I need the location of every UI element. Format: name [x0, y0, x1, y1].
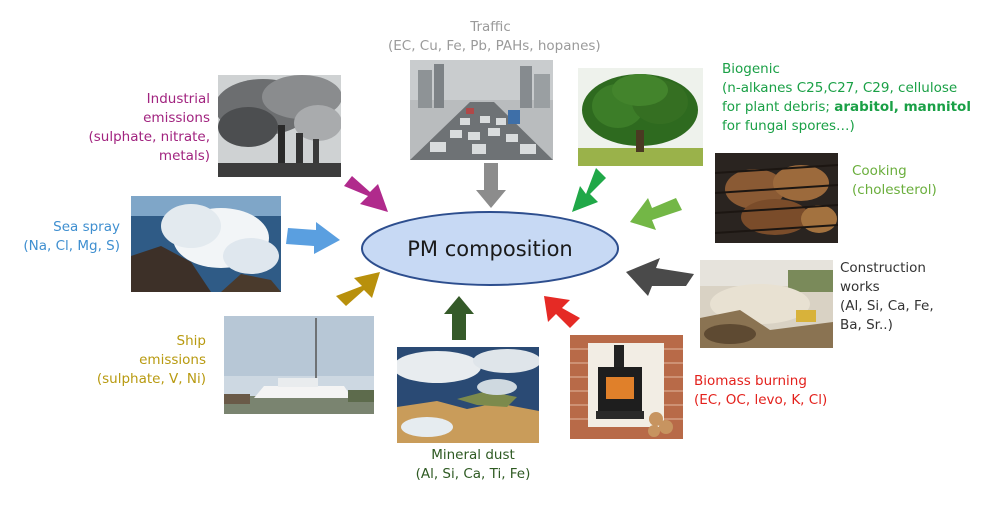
industrial-arrow: [344, 176, 388, 212]
construction-line2: works: [840, 279, 880, 295]
center-label: PM composition: [360, 210, 620, 287]
construction-line3: (Al, Si, Ca, Fe,: [840, 298, 934, 314]
sea-spray-name: Sea spray: [53, 219, 120, 235]
cooking-label: Cooking (cholesterol): [852, 162, 937, 200]
mineral-arrow: [444, 296, 474, 340]
biogenic-line1: (n-alkanes C25,C27, C29, cellulose: [722, 80, 958, 96]
traffic-photo: [410, 60, 553, 160]
cooking-name: Cooking: [852, 163, 907, 179]
construction-photo: [700, 260, 833, 348]
grill-photo: [715, 153, 838, 243]
biogenic-arrow: [572, 168, 606, 212]
sea-spray-label: Sea spray (Na, Cl, Mg, S): [10, 218, 120, 256]
ship-photo: [224, 316, 374, 414]
sea-spray-arrow: [286, 222, 340, 254]
traffic-label: Traffic (EC, Cu, Fe, Pb, PAHs, hopanes): [388, 18, 601, 56]
industrial-line2: emissions: [143, 110, 210, 126]
biomass-arrow: [544, 296, 580, 328]
wood-stove-photo: [570, 335, 683, 439]
biogenic-line3: for fungal spores…): [722, 118, 855, 134]
tree-photo: [578, 68, 703, 166]
ship-line1: Ship: [176, 333, 206, 349]
center-label-text: PM composition: [407, 236, 573, 261]
traffic-name: Traffic: [470, 19, 511, 35]
ship-label: Ship emissions (sulphate, V, Ni): [80, 332, 206, 389]
mineral-details: (Al, Si, Ca, Ti, Fe): [415, 466, 531, 482]
center-ellipse: [361, 211, 619, 286]
traffic-arrow: [476, 163, 506, 208]
construction-arrow: [626, 258, 694, 296]
satellite-dust-photo: [397, 347, 539, 443]
smokestacks-photo: [218, 75, 341, 177]
mineral-name: Mineral dust: [431, 447, 515, 463]
biomass-label: Biomass burning (EC, OC, levo, K, Cl): [694, 372, 827, 410]
cooking-arrow: [630, 198, 682, 230]
industrial-line3: (sulphate, nitrate,: [88, 129, 211, 145]
biogenic-line2b: arabitol, mannitol: [834, 99, 971, 115]
biogenic-line2: for plant debris; arabitol, mannitol: [722, 98, 971, 117]
industrial-line4: metals): [158, 148, 210, 164]
cooking-details: (cholesterol): [852, 182, 937, 198]
biogenic-name: Biogenic: [722, 61, 780, 77]
construction-line1: Construction: [840, 260, 926, 276]
traffic-details: (EC, Cu, Fe, Pb, PAHs, hopanes): [388, 38, 601, 54]
sea-spray-details: (Na, Cl, Mg, S): [23, 238, 120, 254]
ship-line3: (sulphate, V, Ni): [96, 371, 206, 387]
construction-line4: Ba, Sr..): [840, 317, 893, 333]
industrial-label: Industrial emissions (sulphate, nitrate,…: [78, 90, 211, 166]
mineral-label: Mineral dust (Al, Si, Ca, Ti, Fe): [388, 446, 558, 484]
wave-photo: [131, 196, 281, 292]
ship-line2: emissions: [139, 352, 206, 368]
biomass-name: Biomass burning: [694, 373, 807, 389]
construction-label: Construction works (Al, Si, Ca, Fe, Ba, …: [840, 259, 934, 335]
industrial-line1: Industrial: [146, 91, 210, 107]
biogenic-line2a: for plant debris;: [722, 99, 835, 115]
biomass-details: (EC, OC, levo, K, Cl): [694, 392, 828, 408]
biogenic-label: Biogenic (n-alkanes C25,C27, C29, cellul…: [722, 60, 971, 136]
